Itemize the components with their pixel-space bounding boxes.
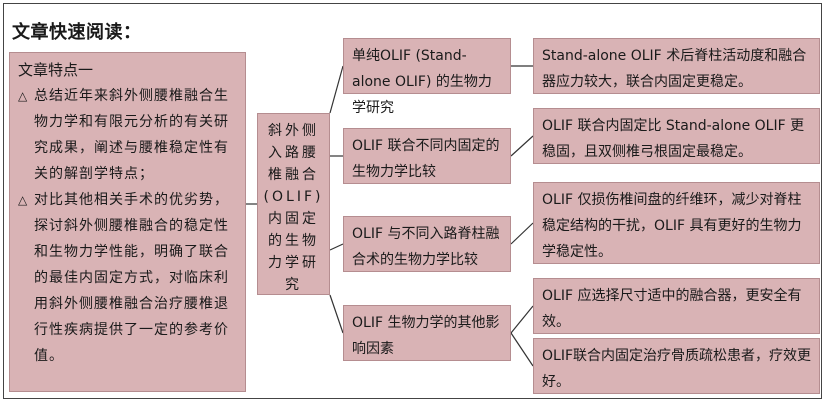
features-box: 文章特点一 △ 总结近年来斜外侧腰椎融合生物力学和有限元分析的有关研究成果，阐述… (9, 52, 246, 392)
features-heading: 文章特点一 (18, 61, 94, 79)
topic-box-2: OLIF 联合不同内固定的生物力学比较 (343, 128, 511, 184)
central-topic: 斜外侧入路腰椎融合(OLIF)内固定的生物力学研究 (257, 113, 330, 295)
result-box-3: OLIF 仅损伤椎间盘的纤维环，减少对脊柱稳定结构的干扰，OLIF 具有更好的生… (533, 182, 820, 264)
topic-box-1: 单纯OLIF (Stand-alone OLIF) 的生物力学研究 (343, 38, 511, 116)
result-box-1: Stand-alone OLIF 术后脊柱活动度和融合器应力较大，联合内固定更稳… (533, 38, 820, 94)
topic-box-4: OLIF 生物力学的其他影响因素 (343, 305, 511, 361)
topic-box-3: OLIF 与不同入路脊柱融合术的生物力学比较 (343, 216, 511, 272)
feature-item: △ 对比其他相关手术的优劣势，探讨斜外侧腰椎融合的稳定性和生物力学性能，明确了联… (18, 187, 237, 369)
page-title: 文章快速阅读： (12, 22, 142, 43)
feature-text: 总结近年来斜外侧腰椎融合生物力学和有限元分析的有关研究成果，阐述与腰椎稳定性有关… (34, 88, 229, 182)
feature-text: 对比其他相关手术的优劣势，探讨斜外侧腰椎融合的稳定性和生物力学性能，明确了联合的… (34, 192, 229, 364)
triangle-icon: △ (18, 193, 29, 207)
triangle-icon: △ (18, 89, 29, 103)
result-box-5: OLIF联合内固定治疗骨质疏松患者，疗效更好。 (533, 338, 820, 394)
result-box-2: OLIF 联合内固定比 Stand-alone OLIF 更稳固，且双侧椎弓根固… (533, 108, 820, 164)
feature-item: △ 总结近年来斜外侧腰椎融合生物力学和有限元分析的有关研究成果，阐述与腰椎稳定性… (18, 83, 237, 187)
result-box-4: OLIF 应选择尺寸适中的融合器，更安全有效。 (533, 278, 820, 334)
